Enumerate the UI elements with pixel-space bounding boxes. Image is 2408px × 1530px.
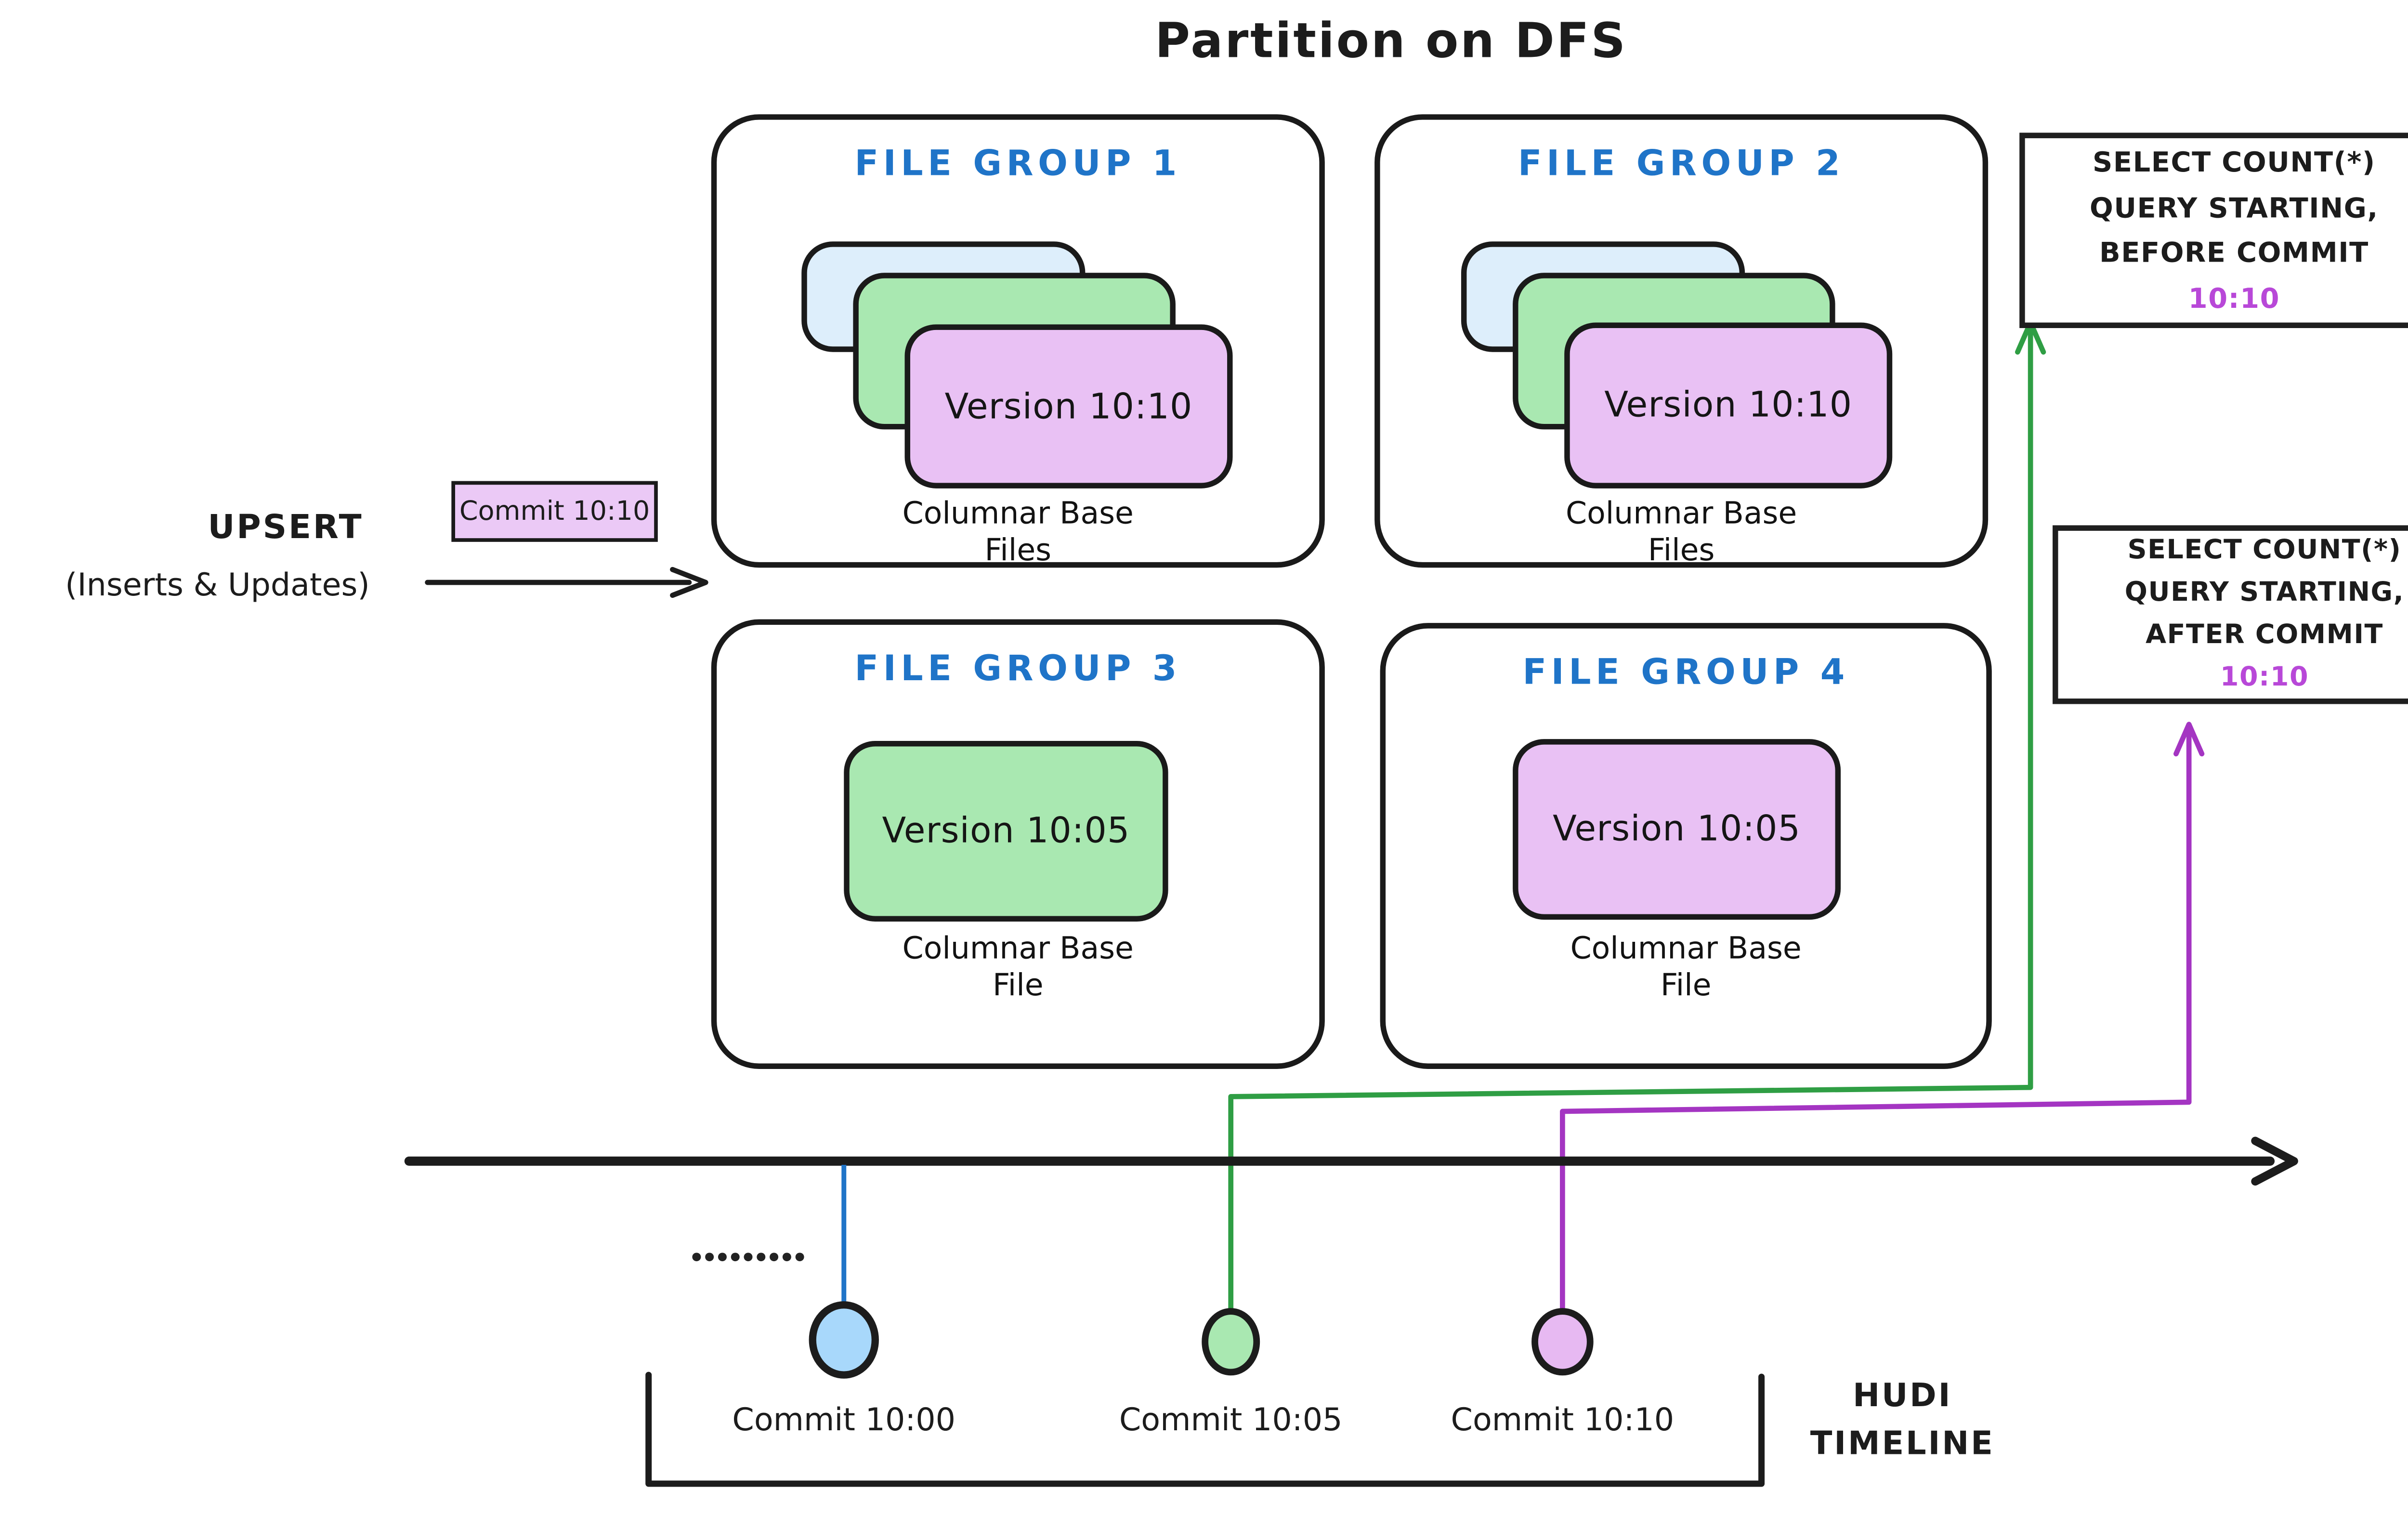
commit-1010-label: Commit 10:10 [1451, 1402, 1675, 1440]
commit-1000-label: Commit 10:00 [732, 1402, 956, 1440]
file-group-4-card: Version 10:05 [1513, 739, 1841, 920]
query-after-commit-box: SELECT COUNT(*) QUERY STARTING, AFTER CO… [2053, 525, 2408, 704]
upsert-sublabel: (Inserts & Updates) [65, 567, 370, 605]
file-group-1-version-label: Version 10:10 [944, 386, 1193, 427]
query-after-commit-time: 10:10 [2220, 662, 2309, 692]
upsert-label: UPSERT [208, 508, 364, 548]
file-group-1-box: FILE GROUP 1 Version 10:10 Columnar Base… [711, 114, 1325, 568]
query-before-commit-time: 10:10 [2188, 281, 2280, 315]
query2-arrow-line [1560, 730, 2192, 1311]
file-group-3-box: FILE GROUP 3 Version 10:05 Columnar Base… [711, 619, 1325, 1069]
commit-1010-dot [1531, 1308, 1594, 1376]
file-group-4-box: FILE GROUP 4 Version 10:05 Columnar Base… [1380, 623, 1992, 1069]
file-group-2-card-front: Version 10:10 [1564, 322, 1893, 488]
file-group-1-title: FILE GROUP 1 [854, 144, 1181, 185]
timeline-bracket [645, 1372, 1765, 1487]
file-group-2-caption: Columnar Base Files [1565, 496, 1797, 567]
file-group-3-caption: Columnar Base File [902, 931, 1134, 1002]
commit-1005-dot [1202, 1308, 1260, 1376]
file-group-1-card-front: Version 10:10 [904, 324, 1233, 488]
file-group-2-version-label: Version 10:10 [1604, 385, 1853, 426]
query1-arrow-line [1228, 328, 2033, 1311]
file-group-2-title: FILE GROUP 2 [1518, 144, 1845, 185]
file-group-4-caption: Columnar Base File [1570, 931, 1802, 1002]
timeline-arrowhead-icon [2251, 1136, 2298, 1186]
commit-badge: Commit 10:10 [451, 481, 658, 542]
file-group-4-version-label: Version 10:05 [1553, 809, 1801, 850]
file-group-3-title: FILE GROUP 3 [854, 648, 1181, 689]
file-group-3-card: Version 10:05 [844, 741, 1168, 922]
commit-1000-dot [809, 1301, 879, 1379]
file-group-1-caption: Columnar Base Files [902, 496, 1134, 567]
file-group-3-version-label: Version 10:05 [882, 811, 1130, 852]
commit-1005-label: Commit 10:05 [1119, 1402, 1343, 1440]
upsert-arrowhead-icon [670, 567, 708, 598]
query2-arrowhead-icon [2173, 722, 2205, 757]
file-group-2-box: FILE GROUP 2 Version 10:10 Columnar Base… [1374, 114, 1989, 568]
file-group-4-title: FILE GROUP 4 [1522, 652, 1849, 693]
diagram-title: Partition on DFS [1155, 14, 1627, 70]
hudi-timeline-label: HUDI TIMELINE [1810, 1378, 1995, 1464]
query-before-commit-box: SELECT COUNT(*) QUERY STARTING, BEFORE C… [2019, 132, 2408, 329]
